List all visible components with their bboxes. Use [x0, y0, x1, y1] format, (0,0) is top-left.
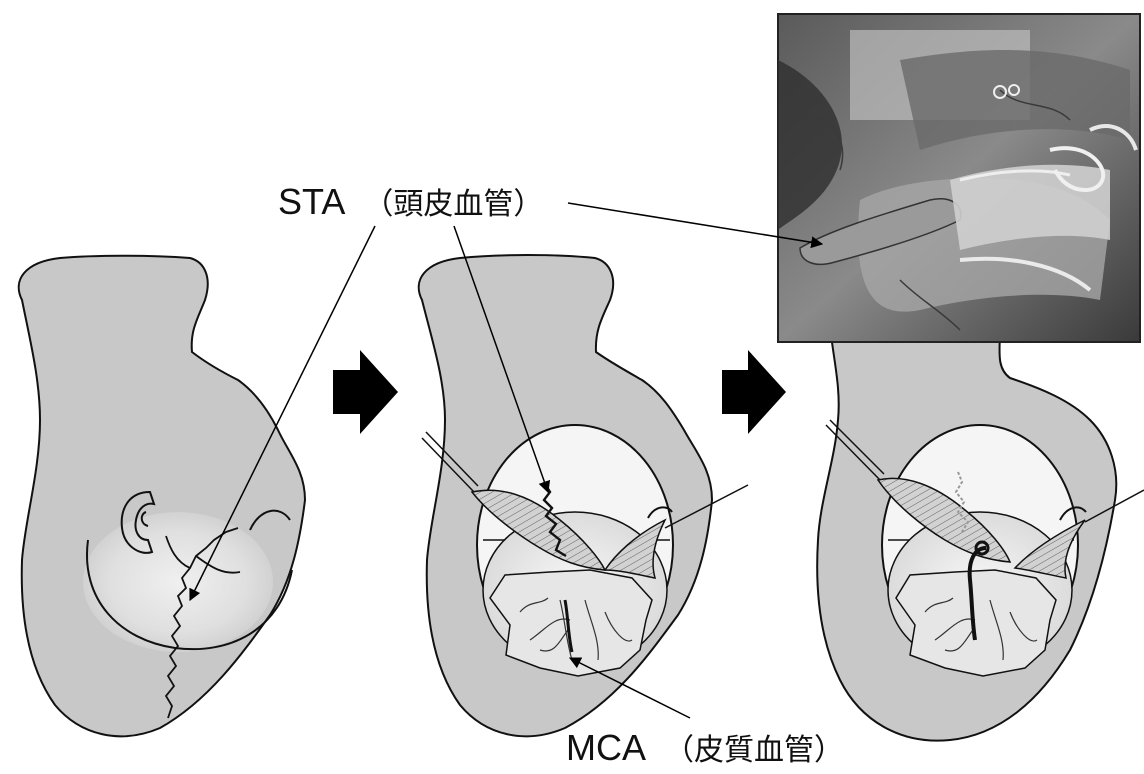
mca-label: MCA （皮質血管）	[566, 727, 844, 768]
step-1-head	[19, 256, 305, 737]
surgical-photo-inset	[778, 14, 1140, 342]
mca-abbr: MCA	[566, 727, 646, 768]
head-outline	[19, 256, 305, 737]
step-arrow-icon	[722, 350, 786, 434]
step-arrow-icon	[333, 350, 398, 434]
sta-abbr: STA	[278, 181, 345, 222]
sta-label: STA （頭皮血管）	[278, 181, 543, 222]
sta-japanese: （頭皮血管）	[363, 188, 543, 221]
mca-japanese: （皮質血管）	[664, 734, 844, 767]
step-3-head	[817, 290, 1144, 741]
